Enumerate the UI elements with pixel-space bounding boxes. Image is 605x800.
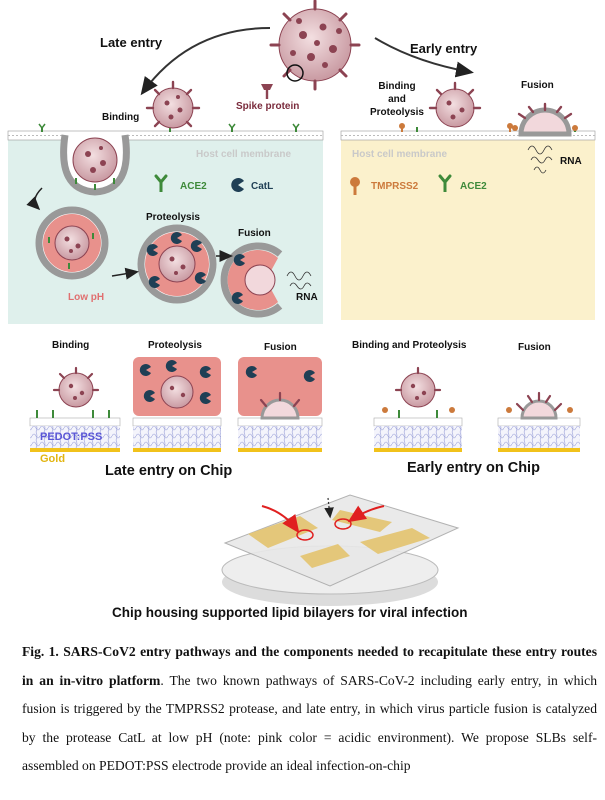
late-rna-label: RNA <box>296 292 318 303</box>
ace2-legend-icon <box>154 174 168 192</box>
late-invagination <box>60 134 130 196</box>
early-fusion-label: Fusion <box>521 80 554 91</box>
chip-binding-proteolysis-label: Binding and Proteolysis <box>352 340 467 351</box>
early-ace2-label: ACE2 <box>460 181 487 192</box>
early-binding-proteolysis-label: Binding and Proteolysis <box>370 81 424 118</box>
late-endosome-proteolysis <box>137 224 217 304</box>
early-binding-virus <box>428 81 482 128</box>
late-binding-virus <box>145 80 201 129</box>
chip-late-fusion <box>237 357 323 452</box>
late-ace2-label: ACE2 <box>180 181 207 192</box>
chip-late-binding <box>29 366 121 452</box>
tmprss2-label: TMPRSS2 <box>371 181 419 192</box>
late-membrane <box>7 130 324 141</box>
main-virus <box>269 0 361 91</box>
late-on-chip-title: Late entry on Chip <box>105 463 233 479</box>
figure-caption-text: . The two known pathways of SARS-CoV-2 i… <box>22 672 597 774</box>
chip-caption: Chip housing supported lipid bilayers fo… <box>112 605 468 620</box>
early-rna-label: RNA <box>560 156 582 167</box>
figure-caption: Fig. 1. SARS-CoV2 entry pathways and the… <box>22 638 597 781</box>
late-host-membrane-label: Host cell membrane <box>196 149 292 160</box>
late-endosome-fusion <box>220 242 283 318</box>
gold-label: Gold <box>40 453 66 465</box>
late-arrow-right <box>111 267 139 280</box>
late-binding-label: Binding <box>102 112 140 123</box>
chip-fusion-label: Fusion <box>264 342 297 353</box>
late-endosome-1 <box>35 206 109 280</box>
chip-early-fusion-label: Fusion <box>518 342 551 353</box>
late-arrow-down <box>26 187 43 211</box>
early-entry-arrow <box>374 37 474 78</box>
chip-late-proteolysis <box>132 357 222 452</box>
tmprss2-legend-icon <box>350 177 360 195</box>
late-catl-label: CatL <box>251 181 274 192</box>
early-fusion-virus <box>512 102 578 137</box>
spike-protein-label: Spike protein <box>236 101 300 112</box>
early-membrane <box>340 130 596 141</box>
ace2-legend-icon-early <box>438 174 452 192</box>
spike-protein-icon <box>261 84 273 99</box>
early-rna-strand <box>527 145 553 174</box>
catl-legend-icon <box>231 178 244 192</box>
late-entry-arrow <box>140 27 271 96</box>
late-rna-strand <box>286 271 312 290</box>
low-ph-label: Low pH <box>68 292 105 303</box>
figure-caption-bold: Fig. 1. SARS-CoV2 entry pathways and the… <box>22 644 597 688</box>
chip-early-fusion <box>497 391 581 452</box>
early-on-chip-title: Early entry on Chip <box>407 460 540 476</box>
early-entry-panel <box>341 134 595 320</box>
chip-early-binding <box>373 366 463 452</box>
chip-device-illustration <box>221 494 460 606</box>
chip-binding-label: Binding <box>52 340 90 351</box>
late-fusion-label: Fusion <box>238 228 271 239</box>
early-host-membrane-label: Host cell membrane <box>352 149 448 160</box>
late-entry-label: Late entry <box>100 35 163 50</box>
early-entry-label: Early entry <box>410 41 478 56</box>
late-proteolysis-label: Proteolysis <box>146 212 200 223</box>
pedot-label: PEDOT:PSS <box>40 431 103 443</box>
chip-proteolysis-label: Proteolysis <box>148 340 202 351</box>
